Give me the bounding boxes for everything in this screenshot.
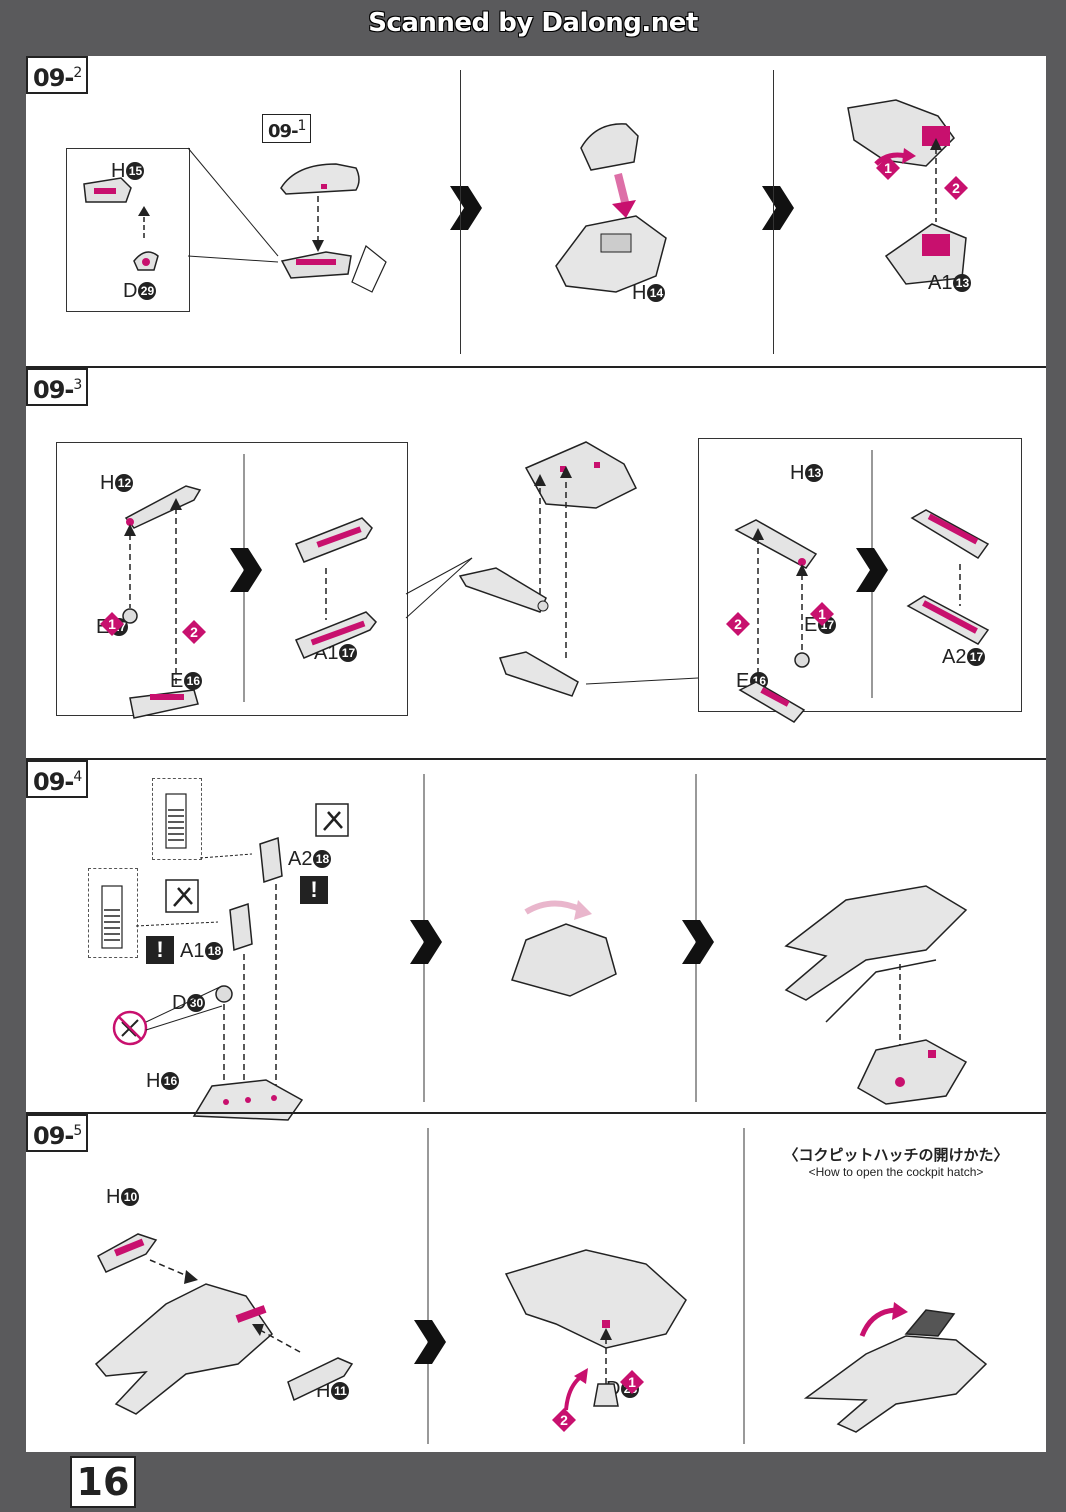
step-09-5: 09-5 H10 H11 D28 〈コクピットハッチの開けかた〉 <How to… bbox=[26, 1112, 1046, 1454]
step-label: 09-5 bbox=[26, 1114, 89, 1152]
order-marker-1: 1 bbox=[876, 156, 900, 180]
orientation-hint bbox=[88, 868, 138, 958]
step-09-5-illustration: 1 2 bbox=[94, 1128, 988, 1444]
order-marker-1: 1 bbox=[810, 602, 834, 626]
svg-text:1: 1 bbox=[818, 606, 826, 622]
svg-text:1: 1 bbox=[628, 1374, 636, 1390]
cockpit-hatch-caption: 〈コクピットハッチの開けかた〉 <How to open the cockpit… bbox=[756, 1144, 1036, 1179]
svg-text:2: 2 bbox=[190, 624, 198, 640]
next-arrow bbox=[450, 186, 482, 230]
svg-text:2: 2 bbox=[560, 1412, 568, 1428]
page-number: 16 bbox=[70, 1456, 136, 1508]
svg-text:1: 1 bbox=[108, 616, 116, 632]
order-marker-1: 1 bbox=[100, 612, 124, 636]
order-marker-1: 1 bbox=[620, 1370, 644, 1394]
orientation-hint bbox=[152, 778, 202, 860]
no-cut-icon bbox=[112, 1010, 148, 1046]
step-label: 09-4 bbox=[26, 760, 89, 798]
caution-icon: ! bbox=[146, 936, 174, 964]
next-arrow bbox=[414, 1320, 446, 1364]
next-arrow bbox=[682, 920, 714, 964]
svg-text:2: 2 bbox=[734, 616, 742, 632]
column-divider bbox=[773, 70, 774, 354]
step-09-3-illustration: 1 2 bbox=[100, 441, 990, 723]
order-marker-2: 2 bbox=[552, 1408, 576, 1432]
detail-box bbox=[66, 148, 190, 312]
next-arrow bbox=[856, 548, 888, 592]
part-h15-shape bbox=[83, 177, 132, 203]
detail-box-left bbox=[56, 442, 408, 716]
step-09-4-illustration bbox=[101, 774, 968, 1121]
column-divider bbox=[460, 70, 461, 354]
caution-icon: ! bbox=[300, 876, 328, 904]
step-09-2-illustration: 1 2 bbox=[83, 99, 968, 293]
next-arrow bbox=[410, 920, 442, 964]
detail-box-right bbox=[698, 438, 1022, 712]
ref-step-label: 09-1 bbox=[262, 114, 312, 143]
part-d29-shape bbox=[133, 251, 159, 271]
scan-watermark: Scanned by Dalong.net bbox=[368, 8, 698, 38]
next-arrow bbox=[230, 548, 262, 592]
step-label: 09-2 bbox=[26, 56, 89, 94]
order-marker-2: 2 bbox=[182, 620, 206, 644]
svg-text:2: 2 bbox=[952, 180, 960, 196]
order-marker-2: 2 bbox=[726, 612, 750, 636]
step-label: 09-3 bbox=[26, 368, 89, 406]
caption-japanese: 〈コクピットハッチの開けかた〉 bbox=[783, 1146, 1009, 1164]
next-arrow bbox=[762, 186, 794, 230]
order-marker-2: 2 bbox=[944, 176, 968, 200]
caption-english: <How to open the cockpit hatch> bbox=[808, 1165, 984, 1179]
svg-text:1: 1 bbox=[884, 160, 892, 176]
